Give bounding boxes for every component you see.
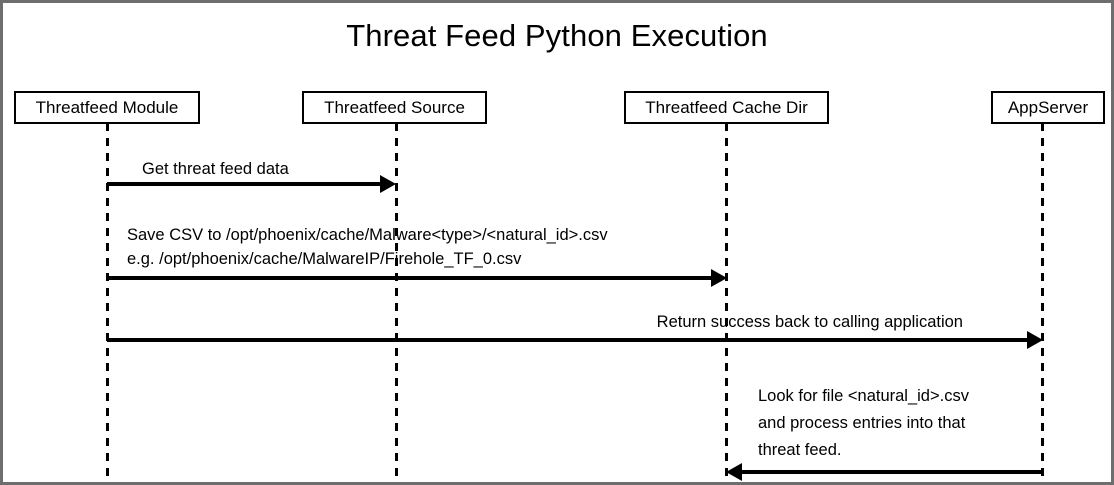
actor-box-threatfeed-module[interactable]: Threatfeed Module [14, 91, 200, 124]
arrow-head-left-icon-look-for-file [726, 463, 742, 481]
message-line-look-for-file [742, 470, 1044, 474]
message-line-save-csv [107, 276, 711, 280]
actor-box-threatfeed-source[interactable]: Threatfeed Source [302, 91, 487, 124]
message-label-save-csv-line1: Save CSV to /opt/phoenix/cache/Malware<t… [127, 226, 608, 244]
page-title: Threat Feed Python Execution [346, 18, 768, 53]
arrow-head-right-icon-get-threat-feed-data [380, 175, 396, 193]
message-line-get-threat-feed-data [107, 182, 380, 186]
lifeline-threatfeed-cache-dir [725, 123, 728, 479]
lifeline-threatfeed-module [106, 123, 109, 479]
arrow-head-right-icon-return-success [1027, 331, 1043, 349]
actor-box-appserver[interactable]: AppServer [991, 91, 1105, 124]
lifeline-threatfeed-source [395, 123, 398, 479]
message-label-look-for-file-line3: threat feed. [758, 441, 842, 459]
message-line-return-success [107, 338, 1027, 342]
message-label-look-for-file-line2: and process entries into that [758, 414, 966, 432]
message-label-save-csv-line2: e.g. /opt/phoenix/cache/MalwareIP/Fireho… [127, 250, 522, 268]
actor-box-threatfeed-cache-dir[interactable]: Threatfeed Cache Dir [624, 91, 829, 124]
diagram-surface: Threat Feed Python Execution Threatfeed … [3, 3, 1111, 482]
lifeline-appserver [1041, 123, 1044, 479]
message-label-return-success: Return success back to calling applicati… [656, 313, 963, 331]
arrow-head-right-icon-save-csv [711, 269, 727, 287]
message-label-look-for-file-line1: Look for file <natural_id>.csv [758, 387, 969, 405]
message-label-get-threat-feed-data: Get threat feed data [142, 160, 289, 178]
